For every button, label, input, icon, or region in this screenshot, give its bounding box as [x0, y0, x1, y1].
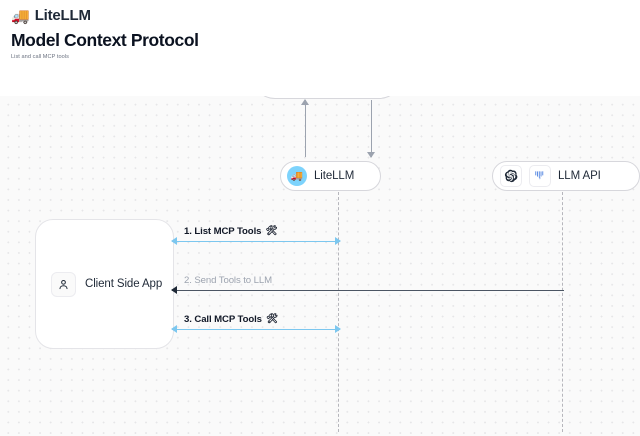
brand-name: LiteLLM: [34, 7, 91, 24]
node-client-side-app[interactable]: Client Side App: [35, 219, 174, 349]
openai-icon: [500, 165, 522, 187]
tools-icon: 🛠: [265, 313, 278, 325]
message-line: [172, 241, 340, 242]
message-label-2-text: 2. Send Tools to LLM: [184, 275, 272, 286]
arrowhead-up-icon: [301, 99, 310, 105]
message-label-1-text: 1. List MCP Tools: [184, 226, 262, 237]
node-litellm-pill[interactable]: 🚚 LiteLLM: [280, 161, 381, 191]
lifeline-litellm: [338, 192, 339, 432]
arrowhead-left-icon: [171, 237, 177, 246]
page-title: Model Context Protocol: [11, 30, 199, 50]
truck-logo-icon: 🚚: [11, 8, 30, 25]
node-client-side-app-label: Client Side App: [85, 278, 163, 290]
litellm-avatar-icon: 🚚: [287, 166, 307, 186]
anthropic-icon: [529, 165, 551, 187]
lifeline-llm-api: [562, 192, 563, 432]
user-icon: [51, 271, 76, 297]
message-line: [172, 329, 340, 330]
page-subtitle: List and call MCP tools: [11, 54, 69, 60]
brand[interactable]: 🚚 LiteLLM: [11, 7, 91, 24]
message-label-3: 3. Call MCP Tools 🛠: [184, 314, 278, 325]
node-litellm-label: LiteLLM: [314, 170, 355, 182]
arrowhead-left-icon: [171, 325, 177, 334]
tools-icon: 🛠: [265, 225, 278, 237]
message-label-3-text: 3. Call MCP Tools: [184, 314, 262, 325]
arrowhead-left-icon: [171, 286, 177, 295]
message-line: [172, 290, 564, 291]
arrowhead-right-icon: [335, 325, 341, 334]
message-label-1: 1. List MCP Tools 🛠: [184, 226, 277, 237]
arrowhead-down-icon: [367, 152, 376, 158]
node-llm-api-pill[interactable]: LLM API: [492, 161, 640, 191]
app-header: 🚚 LiteLLM Model Context Protocol List an…: [0, 0, 640, 96]
node-llm-api-label: LLM API: [558, 170, 601, 182]
connector-stem: [371, 100, 372, 157]
node-litellm[interactable]: 🚚 LiteLLM: [280, 161, 381, 191]
connector-stem: [305, 100, 306, 157]
message-label-2: 2. Send Tools to LLM: [184, 275, 272, 286]
node-llm-api[interactable]: LLM API: [492, 161, 640, 191]
arrowhead-right-icon: [335, 237, 341, 246]
